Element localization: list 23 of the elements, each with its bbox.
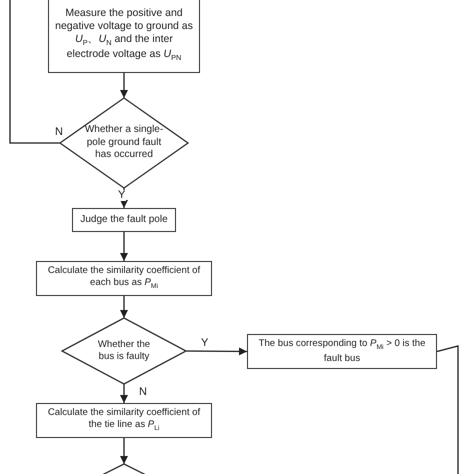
node-text: Whether the bus is faulty (96, 339, 152, 363)
connector-arrow (120, 296, 128, 318)
node-text: Calculate the similarity coefficient of the tie line as P$_{Li}$ (46, 407, 202, 434)
node-text: Calculate the similarity coefficient of each bus as P$_{Mi}$ (46, 265, 202, 292)
process-box (72, 208, 176, 232)
process-box (247, 334, 437, 369)
node-text: Judge the fault pole (80, 214, 168, 226)
node-text: The bus corresponding to P$_{Mi}$ > 0 is the fault bus (258, 338, 426, 365)
connector-arrow (120, 438, 128, 464)
edge-label: Y (200, 338, 210, 349)
connector-arrow (186, 347, 247, 356)
node-text: Whether a single-pole ground fault has occurred (84, 124, 164, 162)
connector-arrow (120, 232, 128, 261)
edge-label: Y (117, 190, 126, 201)
node-text: Measure the positive and negative voltage to ground as U$_{P}$、U$_{N}$ and the inter electrode voltage as U$_{PN}$ (55, 7, 193, 62)
process-box (48, 0, 200, 73)
edge-label: N (138, 387, 148, 398)
connector-arrow (120, 73, 128, 98)
connector-arrow (120, 188, 128, 208)
edge-label: N (54, 127, 64, 138)
connector-arrow (120, 384, 128, 403)
process-box (36, 403, 212, 438)
process-box (36, 261, 212, 296)
